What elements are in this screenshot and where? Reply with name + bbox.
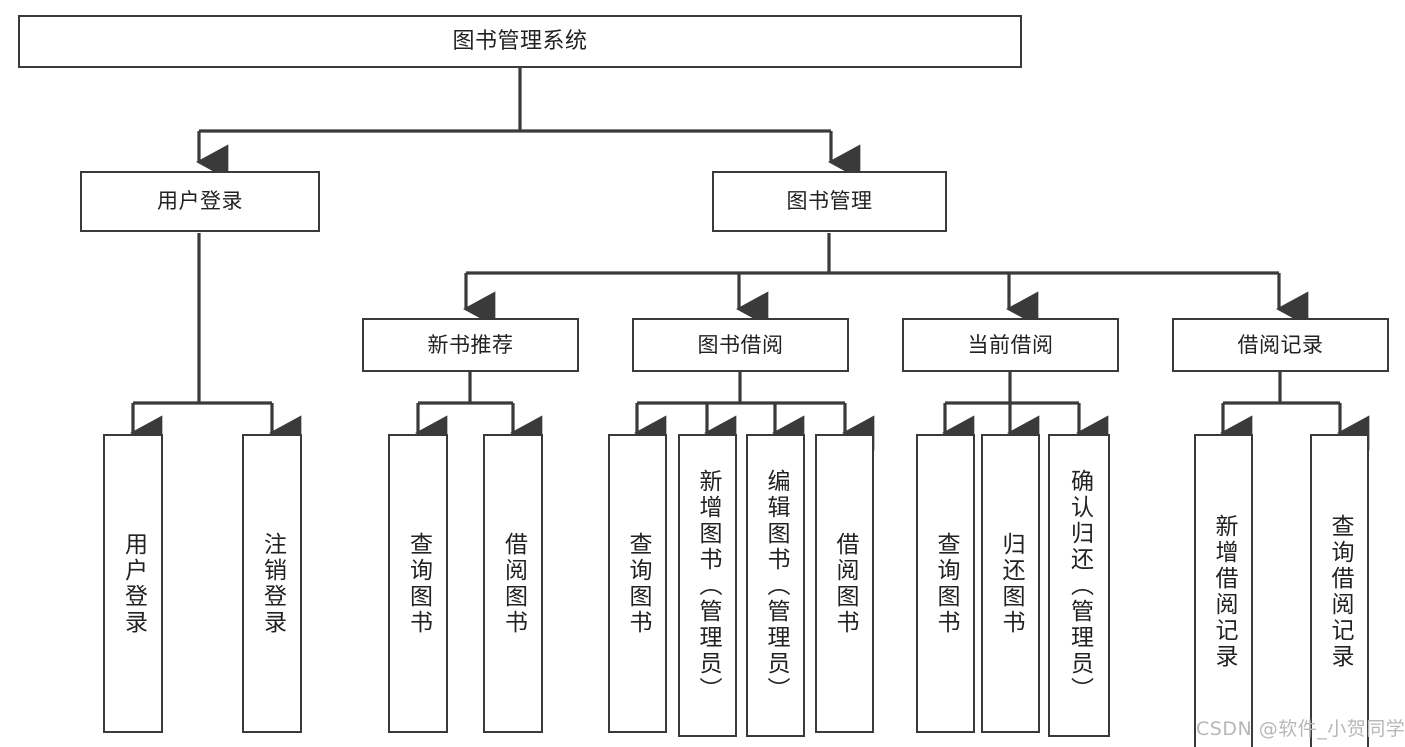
leaf-borrow-record-add[interactable]: 新增借阅记录 (1194, 434, 1253, 747)
node-new-book-recommend[interactable]: 新书推荐 (362, 318, 579, 372)
node-label: 查询借阅记录 (1327, 514, 1353, 670)
node-label: 查询图书 (405, 531, 432, 636)
node-label: 确认归还（管理员） (1066, 468, 1093, 703)
node-label: 注销登录 (259, 531, 286, 636)
leaf-current-borrow-confirm-return[interactable]: 确认归还（管理员） (1048, 434, 1110, 737)
node-label: 查询图书 (625, 531, 651, 636)
leaf-new-book-query[interactable]: 查询图书 (388, 434, 448, 733)
node-label: 当前借阅 (967, 332, 1054, 357)
node-book-borrow[interactable]: 图书借阅 (632, 318, 849, 372)
node-label: 用户登录 (157, 189, 243, 214)
node-current-borrow[interactable]: 当前借阅 (902, 318, 1119, 372)
node-label: 借阅图书 (500, 531, 527, 636)
node-label: 借阅图书 (832, 531, 858, 636)
leaf-new-book-borrow[interactable]: 借阅图书 (483, 434, 543, 733)
node-book-management[interactable]: 图书管理 (712, 171, 947, 232)
leaf-user-login-logout[interactable]: 注销登录 (242, 434, 302, 733)
leaf-user-login-login[interactable]: 用户登录 (103, 434, 163, 733)
node-label: 归还图书 (998, 531, 1024, 636)
leaf-book-borrow-borrow[interactable]: 借阅图书 (815, 434, 874, 733)
node-label: 图书借阅 (697, 332, 784, 357)
node-label: 借阅记录 (1237, 332, 1324, 357)
node-label: 新增借阅记录 (1211, 514, 1237, 670)
node-label: 编辑图书（管理员） (763, 468, 789, 703)
node-borrow-record[interactable]: 借阅记录 (1172, 318, 1389, 372)
node-label: 新增图书（管理员） (695, 468, 721, 703)
node-label: 图书管理系统 (452, 28, 588, 54)
leaf-book-borrow-add[interactable]: 新增图书（管理员） (678, 434, 737, 737)
leaf-current-borrow-query[interactable]: 查询图书 (916, 434, 975, 733)
leaf-borrow-record-query[interactable]: 查询借阅记录 (1310, 434, 1369, 747)
node-root-system[interactable]: 图书管理系统 (18, 15, 1022, 68)
node-user-login[interactable]: 用户登录 (80, 171, 320, 232)
node-label: 新书推荐 (427, 332, 514, 357)
node-label: 查询图书 (933, 531, 959, 636)
leaf-book-borrow-query[interactable]: 查询图书 (608, 434, 667, 733)
node-label: 用户登录 (120, 531, 147, 636)
leaf-current-borrow-return[interactable]: 归还图书 (981, 434, 1040, 733)
leaf-book-borrow-edit[interactable]: 编辑图书（管理员） (746, 434, 805, 737)
node-label: 图书管理 (786, 189, 873, 214)
